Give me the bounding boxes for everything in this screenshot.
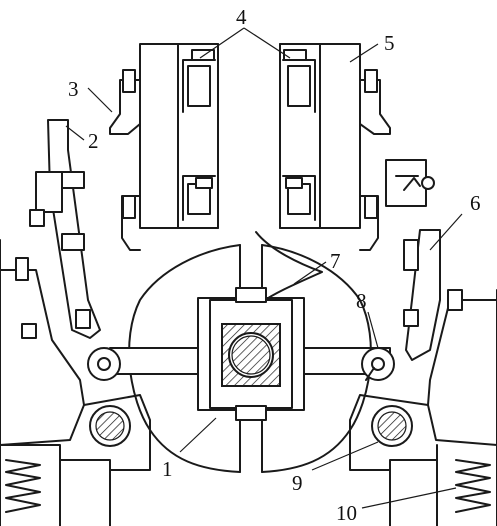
left-lever [29,119,101,339]
label-8: 8 [356,289,367,313]
right-pivots [361,347,413,447]
right-contact-block [279,43,361,229]
label-4: 4 [236,5,247,29]
left-frame [0,239,151,526]
right-bracket [359,69,435,251]
label-1: 1 [162,457,173,481]
right-frame [349,289,497,526]
part-labels: 4 5 3 2 6 7 8 1 9 10 [68,5,481,525]
label-7: 7 [330,249,341,273]
label-6: 6 [470,191,481,215]
label-9: 9 [292,471,303,495]
left-bracket [109,69,141,251]
left-pivots [87,347,131,447]
left-contact-block [139,43,219,229]
leader-lines [65,27,463,509]
right-lever [403,229,441,361]
square-shaft [221,323,281,387]
label-10: 10 [336,501,357,525]
label-2: 2 [88,129,99,153]
label-3: 3 [68,77,79,101]
label-5: 5 [384,31,395,55]
